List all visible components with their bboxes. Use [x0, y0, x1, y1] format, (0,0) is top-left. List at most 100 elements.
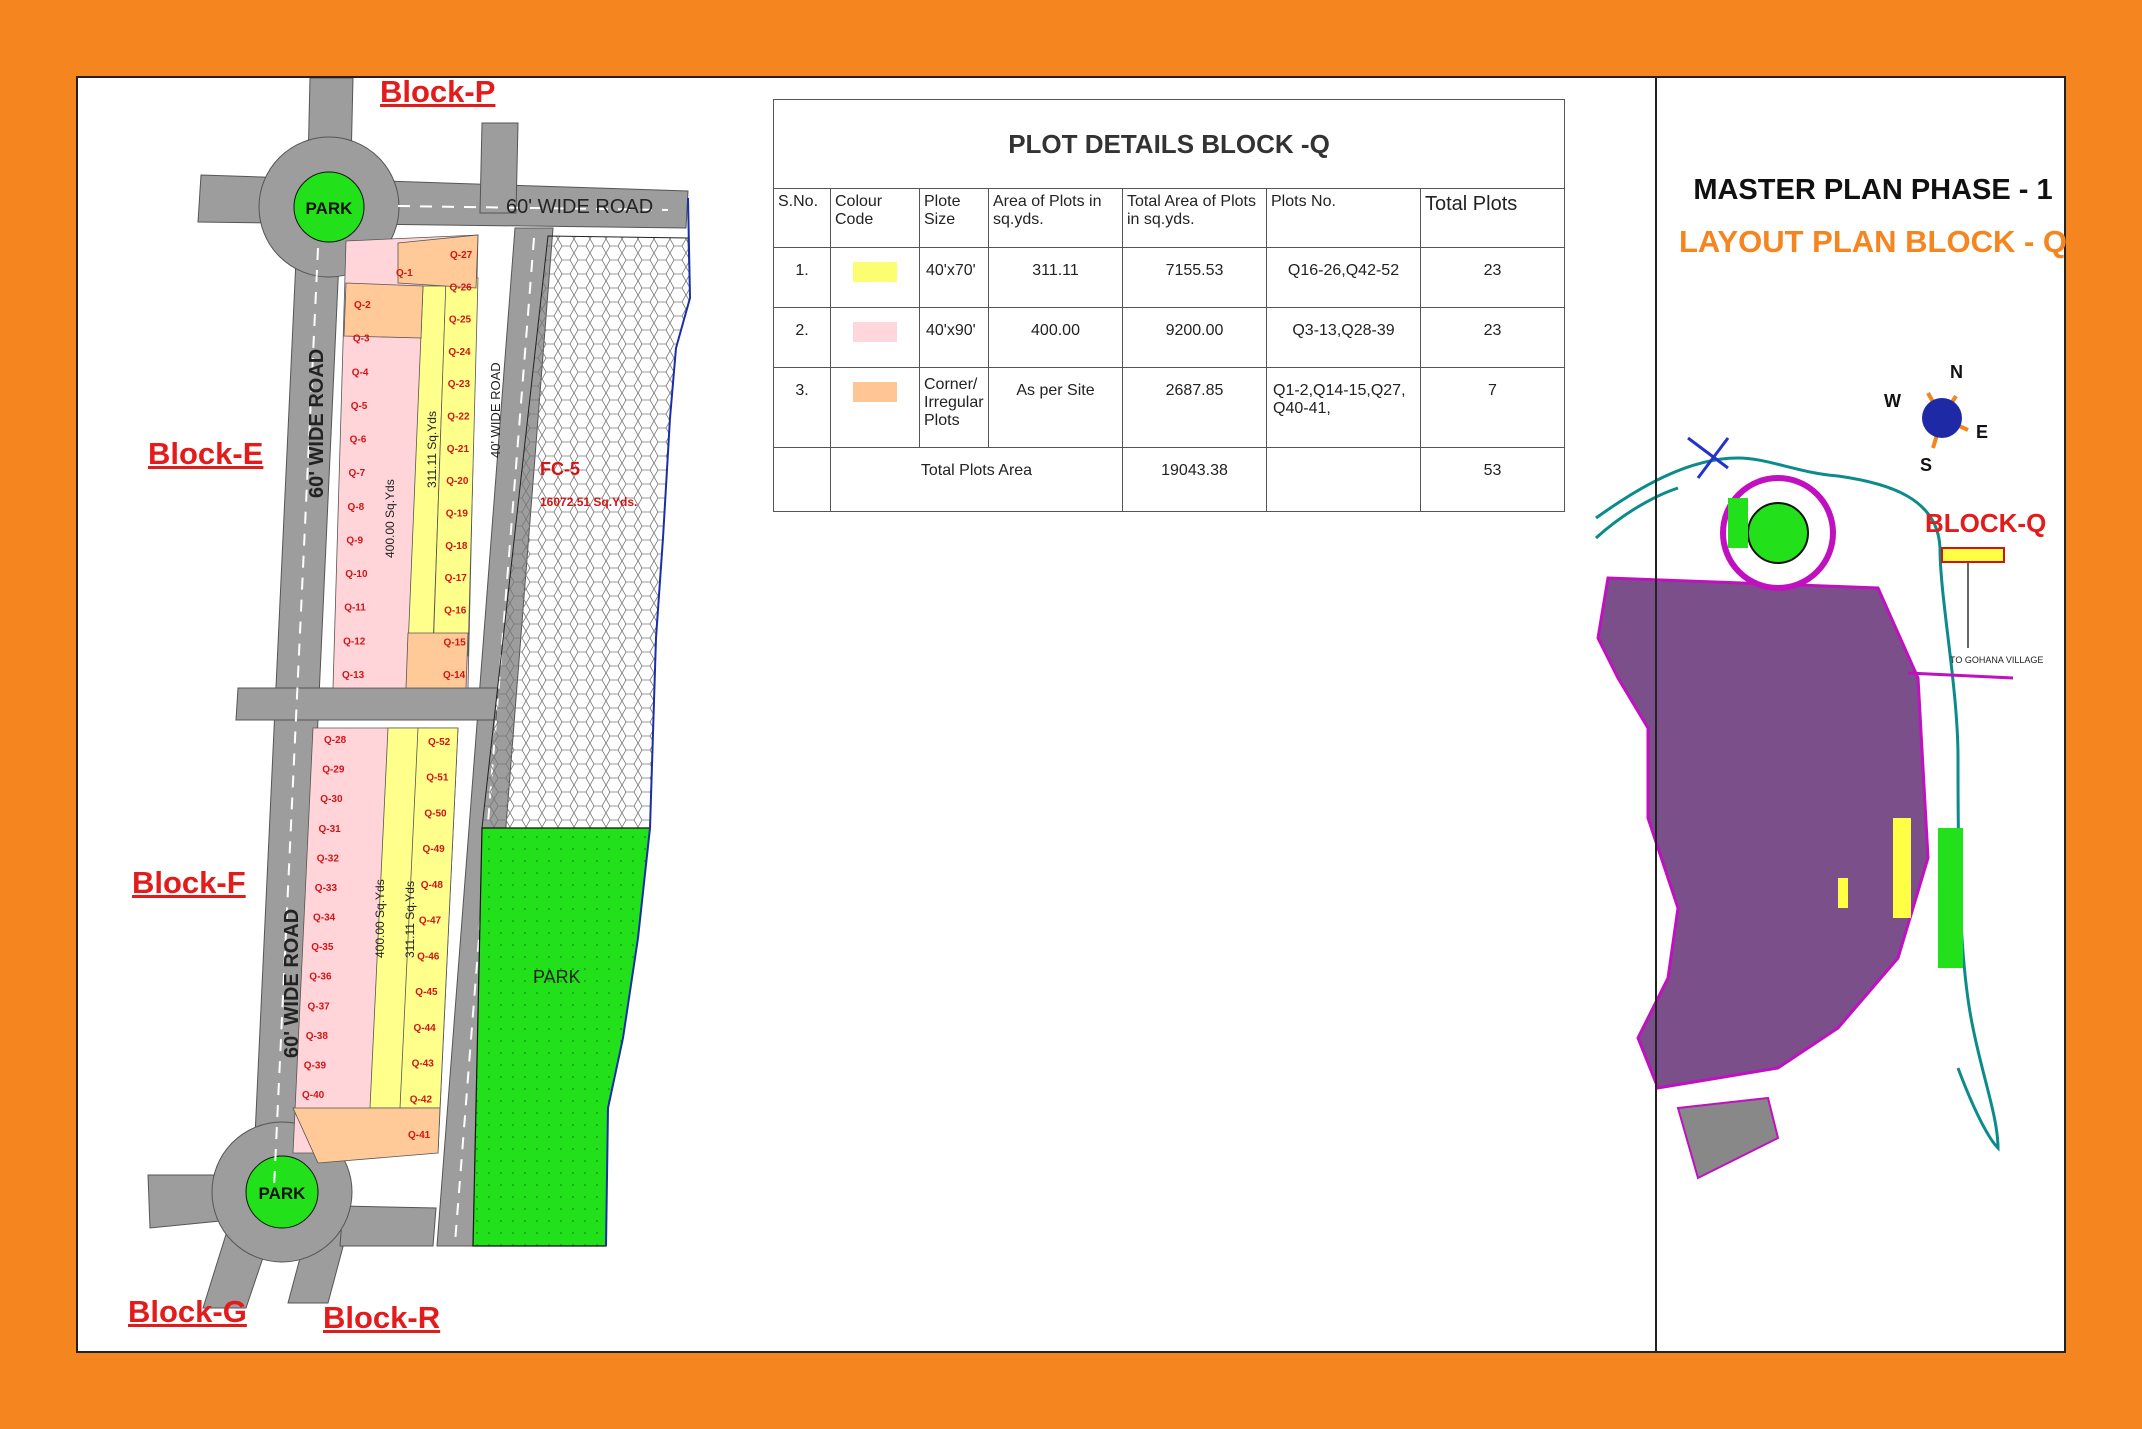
- col-header: Plote Size: [919, 188, 989, 248]
- master-plan-mini: TO GOHANA VILLAGE: [1594, 436, 2043, 1180]
- road-label-left-lower: 60' WIDE ROAD: [281, 909, 303, 1058]
- plot-label: Q-35: [311, 942, 334, 953]
- plot-label: Q-39: [304, 1060, 327, 1071]
- park-label-top: PARK: [306, 199, 354, 218]
- cell-sno: 3.: [773, 367, 831, 448]
- plot-label: Q-34: [313, 913, 336, 924]
- cell-total-area: 9200.00: [1122, 307, 1267, 368]
- plot-label: Q-47: [419, 916, 442, 927]
- dim-label-311-lower: 311.11 Sq.Yds: [403, 881, 417, 958]
- plot-label: Q-31: [319, 824, 342, 835]
- plot-label: Q-24: [448, 347, 471, 358]
- plot-label: Q-44: [414, 1023, 437, 1034]
- cell-total-count: 53: [1420, 447, 1565, 512]
- layout-sheet: PARK PARK: [76, 74, 2067, 1353]
- cell-size: 40'x90': [919, 307, 989, 368]
- plot-label: Q-16: [444, 605, 467, 616]
- plot-label: Q-30: [320, 794, 343, 805]
- dim-label-400-upper: 400.00 Sq.Yds: [383, 479, 397, 558]
- fc5-label: FC-5: [540, 459, 580, 479]
- plot-label: Q-42: [410, 1094, 433, 1105]
- plot-details-table: PLOT DETAILS BLOCK -Q S.No. Colour Code …: [773, 99, 1565, 512]
- plot-label: Q-21: [447, 444, 470, 455]
- plot-label: Q-18: [445, 541, 468, 552]
- plot-label: Q-52: [428, 737, 451, 748]
- col-header: S.No.: [773, 188, 831, 248]
- plot-label: Q-7: [349, 468, 366, 479]
- cell-count: 7: [1420, 367, 1565, 448]
- col-header: Area of Plots in sq.yds.: [988, 188, 1123, 248]
- block-q-label: BLOCK-Q: [1925, 508, 2047, 538]
- compass-e: E: [1976, 422, 1988, 442]
- road-label-40: 40' WIDE ROAD: [488, 362, 503, 458]
- plot-label: Q-36: [309, 972, 332, 983]
- plot-label: Q-28: [324, 735, 347, 746]
- village-label: TO GOHANA VILLAGE: [1950, 655, 2043, 665]
- cell-total-area: 2687.85: [1122, 367, 1267, 448]
- plot-label: Q-33: [315, 883, 338, 894]
- col-header: Colour Code: [830, 188, 920, 248]
- plot-label: Q-19: [446, 509, 469, 520]
- compass-s: S: [1920, 455, 1932, 475]
- road-label-top: 60' WIDE ROAD: [506, 196, 653, 218]
- plot-label: Q-1: [396, 268, 413, 279]
- park-label-bottom: PARK: [259, 1184, 307, 1203]
- cell-empty: [1266, 447, 1421, 512]
- plot-label: Q-48: [421, 880, 444, 891]
- plot-label: Q-29: [322, 765, 345, 776]
- table-row: 2. 40'x90' 400.00 9200.00 Q3-13,Q28-39 2…: [773, 307, 1565, 368]
- cell-color: [830, 367, 920, 448]
- block-r-label: Block-R: [323, 1300, 441, 1335]
- cell-color: [830, 247, 920, 308]
- color-swatch: [853, 382, 897, 402]
- block-f-label: Block-F: [132, 865, 246, 900]
- plot-label: Q-6: [350, 435, 367, 446]
- plot-label: Q-25: [449, 315, 472, 326]
- plot-label: Q-46: [417, 951, 440, 962]
- master-plan-title: MASTER PLAN PHASE - 1: [1693, 174, 2053, 206]
- cell-plots: Q16-26,Q42-52: [1266, 247, 1421, 308]
- upper-plot-block: [332, 234, 479, 689]
- plot-label: Q-8: [348, 502, 365, 513]
- compass-w: W: [1884, 391, 1901, 411]
- col-header: Plots No.: [1266, 188, 1421, 248]
- plot-label: Q-26: [450, 282, 473, 293]
- cell-sno: 2.: [773, 307, 831, 368]
- table-row: 1. 40'x70' 311.11 7155.53 Q16-26,Q42-52 …: [773, 247, 1565, 308]
- compass-n: N: [1950, 362, 1963, 382]
- plot-label: Q-10: [345, 569, 368, 580]
- plot-label: Q-50: [424, 809, 447, 820]
- plot-label: Q-14: [443, 670, 466, 681]
- color-swatch: [853, 322, 897, 342]
- block-e-label: Block-E: [148, 436, 264, 471]
- cell-total-area: 19043.38: [1122, 447, 1267, 512]
- plot-label: Q-9: [346, 536, 363, 547]
- park-label-main: PARK: [533, 967, 581, 987]
- plot-label: Q-4: [352, 367, 369, 378]
- plot-label: Q-41: [408, 1130, 431, 1141]
- cell-sno: 1.: [773, 247, 831, 308]
- cell-total-label: Total Plots Area: [830, 447, 1123, 512]
- cell-size: 40'x70': [919, 247, 989, 308]
- roundabouts: PARK PARK: [211, 136, 400, 1263]
- cell-area: As per Site: [988, 367, 1123, 448]
- block-p-label: Block-P: [380, 74, 496, 109]
- dim-label-311-upper: 311.11 Sq.Yds: [425, 411, 439, 488]
- cell-color: [830, 307, 920, 368]
- plot-label: Q-17: [445, 573, 468, 584]
- road-label-left-upper: 60' WIDE ROAD: [306, 349, 328, 498]
- cell-size: Corner/ Irregular Plots: [919, 367, 989, 448]
- cell-total-area: 7155.53: [1122, 247, 1267, 308]
- table-header-row: S.No. Colour Code Plote Size Area of Plo…: [773, 188, 1565, 248]
- fc5-area-label: 16072.51 Sq.Yds.: [540, 495, 637, 509]
- plot-label: Q-13: [342, 670, 365, 681]
- plot-label: Q-12: [343, 636, 366, 647]
- compass: N W E S: [1884, 362, 1988, 475]
- plot-label: Q-45: [415, 987, 438, 998]
- plot-label: Q-51: [426, 773, 449, 784]
- plot-label: Q-43: [412, 1059, 435, 1070]
- cell-area: 400.00: [988, 307, 1123, 368]
- plot-label: Q-3: [353, 334, 370, 345]
- block-g-label: Block-G: [128, 1294, 247, 1329]
- plot-label: Q-27: [450, 250, 473, 261]
